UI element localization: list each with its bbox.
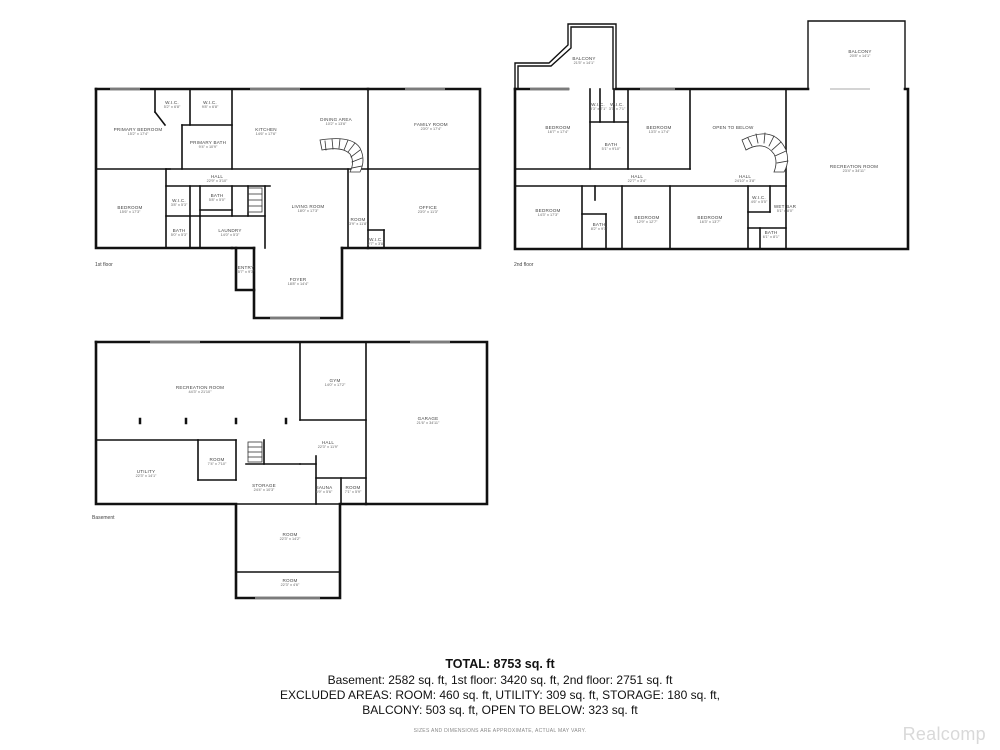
floor-label-second: 2nd floor (514, 262, 534, 268)
excluded-areas-line: EXCLUDED AREAS: ROOM: 460 sq. ft, UTILIT… (280, 688, 720, 702)
brand-watermark: Realcomp (902, 724, 986, 744)
first-floor-interior (95, 88, 481, 249)
excluded-areas-line-2: BALCONY: 503 sq. ft, OPEN TO BELOW: 323 … (362, 703, 638, 717)
room-label: W.I.C.2'7" x 3'8" (367, 237, 385, 247)
total-area: TOTAL: 8753 sq. ft (445, 657, 555, 671)
basement-stair (247, 441, 263, 463)
basement-columns (138, 417, 288, 425)
floor-areas-line: Basement: 2582 sq. ft, 1st floor: 3420 s… (327, 673, 673, 687)
second-floor-balconies (514, 20, 906, 90)
floor-label-first: 1st floor (95, 262, 113, 268)
window-marks (110, 88, 870, 599)
floor-label-basement: Basement (92, 515, 115, 521)
disclaimer: SIZES AND DIMENSIONS ARE APPROXIMATE, AC… (413, 728, 587, 734)
room-label: W.I.C.9'8" x 6'8" (201, 100, 219, 110)
room-label: W.I.C.3'7" x 7'1" (608, 102, 626, 112)
room-label: W.I.C.5'2" x 6'8" (163, 100, 181, 110)
second-floor-interior (514, 88, 787, 250)
room-label: W.I.C.3'8" x 5'3" (170, 198, 188, 208)
room-label: W.I.C.3'3" x 7'1" (590, 102, 607, 112)
basement-interior (95, 341, 367, 573)
first-floor-stair (247, 138, 364, 213)
second-floor-stair (741, 132, 789, 173)
room-label: W.I.C.4'6" x 5'5" (750, 195, 768, 205)
room-label: OPEN TO BELOW (712, 125, 754, 130)
